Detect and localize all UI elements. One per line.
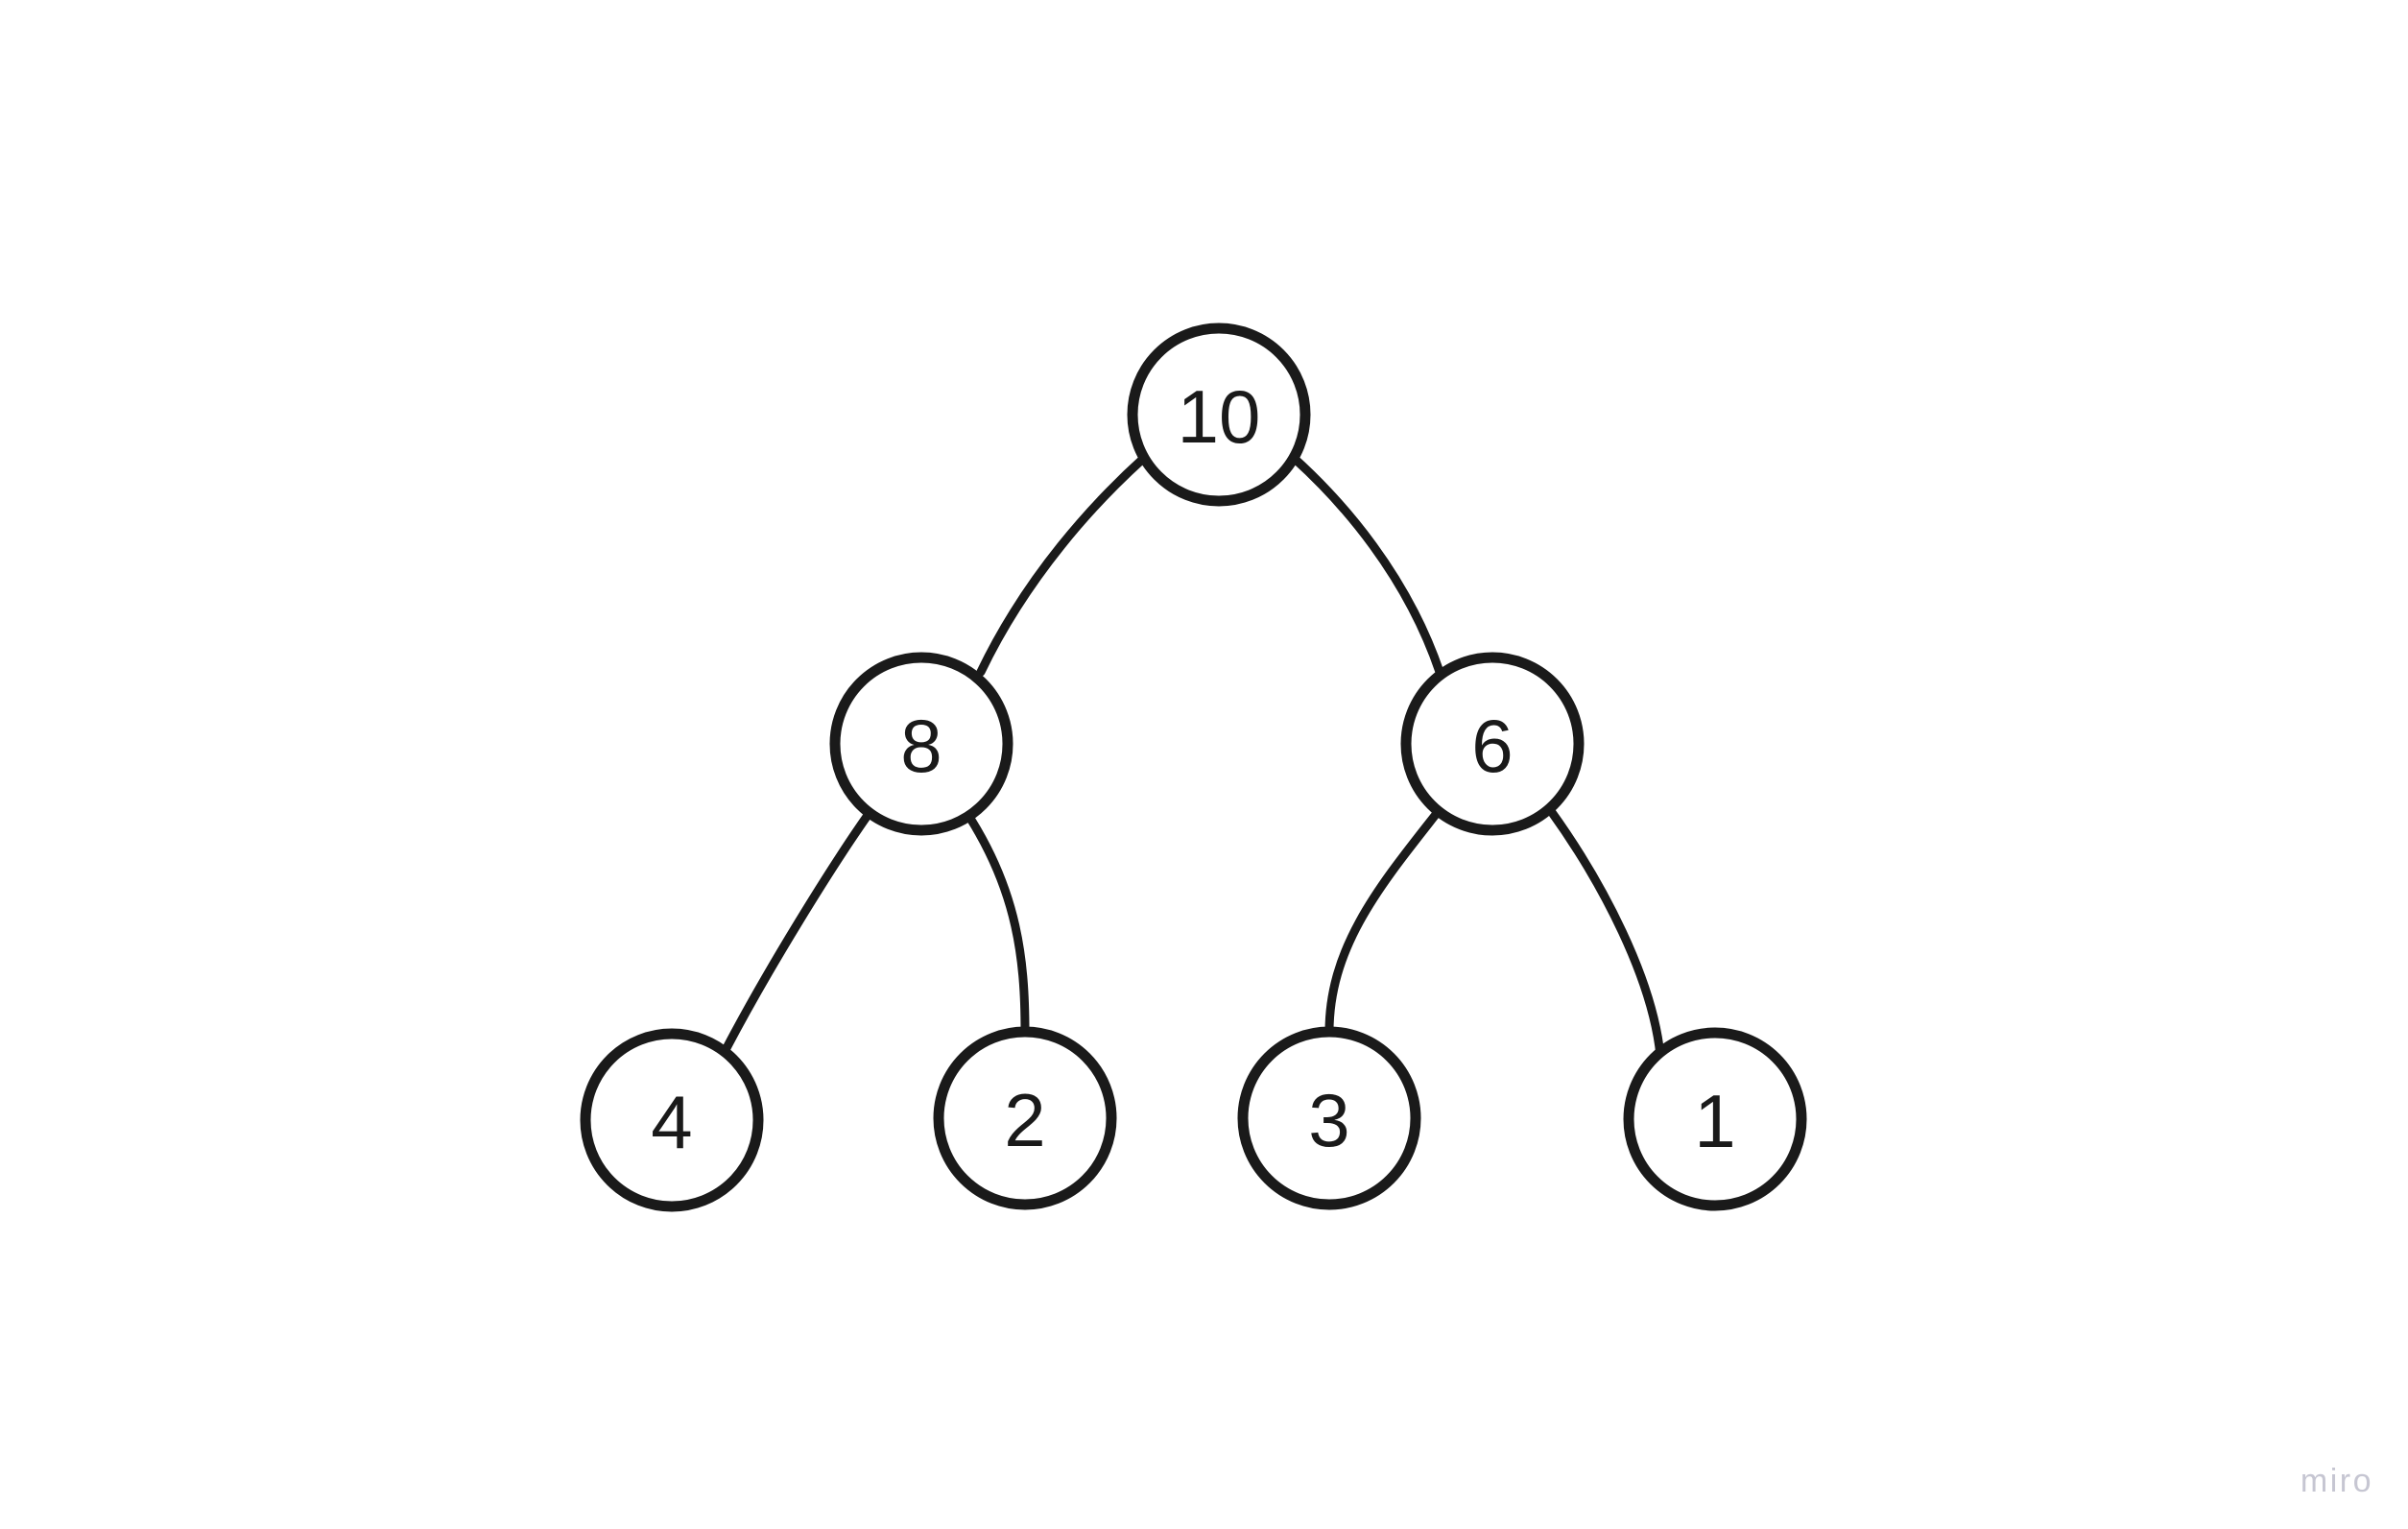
- nodes-layer: 10 8 6 4 2 3 1: [580, 323, 1807, 1212]
- tree-node-4[interactable]: 4: [580, 1028, 764, 1212]
- node-circle-1[interactable]: [1623, 1027, 1807, 1211]
- node-circle-4[interactable]: [580, 1028, 764, 1212]
- node-circle-8[interactable]: [829, 652, 1013, 836]
- tree-node-2[interactable]: 2: [933, 1026, 1117, 1210]
- tree-node-1[interactable]: 1: [1623, 1027, 1807, 1211]
- tree-node-10[interactable]: 10: [1127, 323, 1311, 507]
- tree-edge-n6-to-n1: [1546, 806, 1665, 1061]
- node-circle-10[interactable]: [1127, 323, 1311, 507]
- node-circle-6[interactable]: [1400, 652, 1585, 836]
- node-circle-2[interactable]: [933, 1026, 1117, 1210]
- tree-edge-n6-to-n3: [1324, 807, 1442, 1037]
- tree-edge-n10-to-n8: [976, 453, 1149, 677]
- node-label-10: 10: [1178, 374, 1261, 459]
- tree-node-3[interactable]: 3: [1237, 1026, 1421, 1210]
- node-label-2: 2: [1004, 1078, 1045, 1162]
- node-label-4: 4: [651, 1080, 692, 1164]
- node-label-3: 3: [1308, 1078, 1349, 1162]
- tree-node-8[interactable]: 8: [829, 652, 1013, 836]
- edges-layer: [722, 453, 1665, 1061]
- node-label-8: 8: [900, 704, 942, 788]
- node-label-6: 6: [1471, 704, 1513, 788]
- miro-watermark: miro: [2300, 1463, 2373, 1499]
- node-label-1: 1: [1694, 1079, 1735, 1163]
- tree-edge-n8-to-n4: [722, 809, 873, 1053]
- tree-node-6[interactable]: 6: [1400, 652, 1585, 836]
- tree-edge-n10-to-n6: [1289, 453, 1444, 677]
- node-circle-3[interactable]: [1237, 1026, 1421, 1210]
- tree-edge-n8-to-n2: [965, 812, 1030, 1037]
